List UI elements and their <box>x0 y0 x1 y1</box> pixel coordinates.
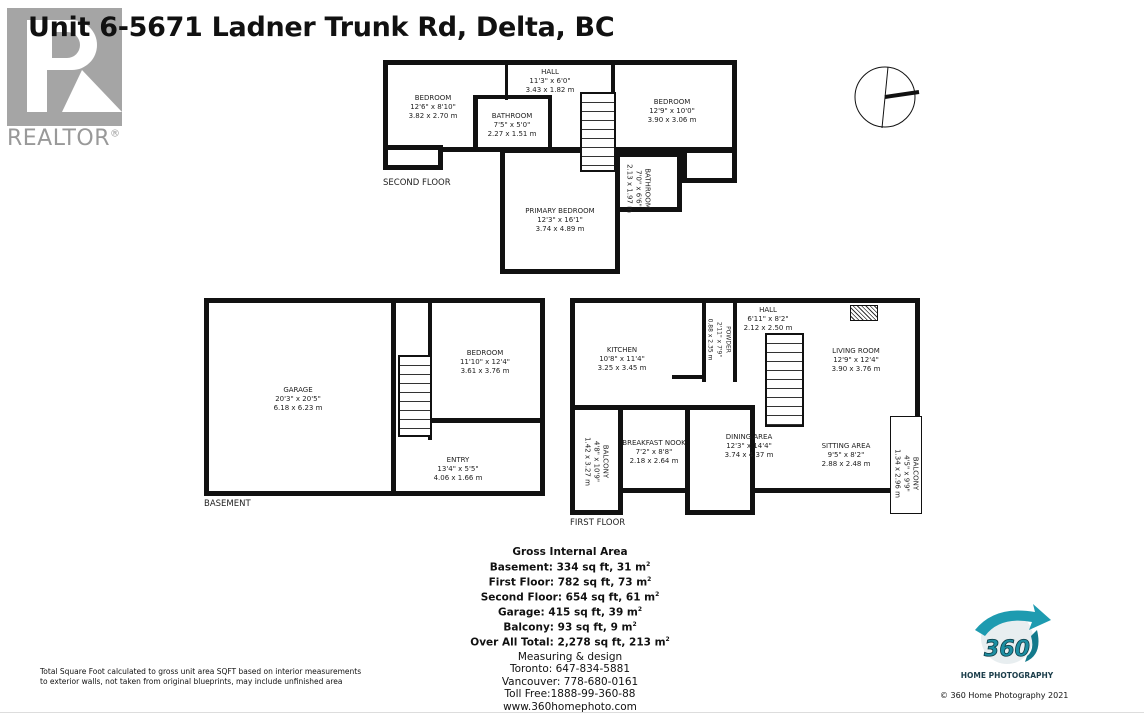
contact-tollfree: Toll Free:1888-99-360-88 <box>504 688 636 700</box>
realtor-logo <box>7 8 122 126</box>
gia-line: Garage: 415 sq ft, 39 m2 <box>497 605 643 619</box>
page-title: Unit 6-5671 Ladner Trunk Rd, Delta, BC <box>28 12 615 43</box>
gia-line: Basement: 334 sq ft, 31 m2 <box>489 560 651 574</box>
copyright: © 360 Home Photography 2021 <box>940 691 1069 700</box>
first-floor-label: FIRST FLOOR <box>570 518 626 528</box>
gia-line: First Floor: 782 sq ft, 73 m2 <box>488 575 652 589</box>
footnote: Total Square Foot calculated to gross un… <box>40 667 362 686</box>
website-link[interactable]: www.360homephoto.com <box>503 700 637 713</box>
gia-line: Balcony: 93 sq ft, 9 m2 <box>503 620 637 634</box>
basement-label: BASEMENT <box>204 499 251 509</box>
svg-text:HOME PHOTOGRAPHY: HOME PHOTOGRAPHY <box>961 671 1054 680</box>
second-floor-label: SECOND FLOOR <box>383 178 451 188</box>
contact-line: Measuring & design <box>517 650 623 663</box>
divider <box>0 712 1144 713</box>
360-home-photography-logo: 360 HOME PHOTOGRAPHY <box>961 604 1054 680</box>
compass-icon: N <box>854 66 920 129</box>
contact-toronto: Toronto: 647-834-5881 <box>509 663 631 675</box>
gross-internal-area: Gross Internal Area Basement: 334 sq ft,… <box>445 546 695 713</box>
contact-vancouver: Vancouver: 778-680-0161 <box>501 675 639 688</box>
svg-text:360: 360 <box>984 637 1030 662</box>
gia-heading: Gross Internal Area <box>512 546 628 558</box>
gia-line: Over All Total: 2,278 sq ft, 213 m2 <box>470 635 670 649</box>
gia-line: Second Floor: 654 sq ft, 61 m2 <box>480 590 660 604</box>
realtor-wordmark: REALTOR® <box>7 126 121 151</box>
